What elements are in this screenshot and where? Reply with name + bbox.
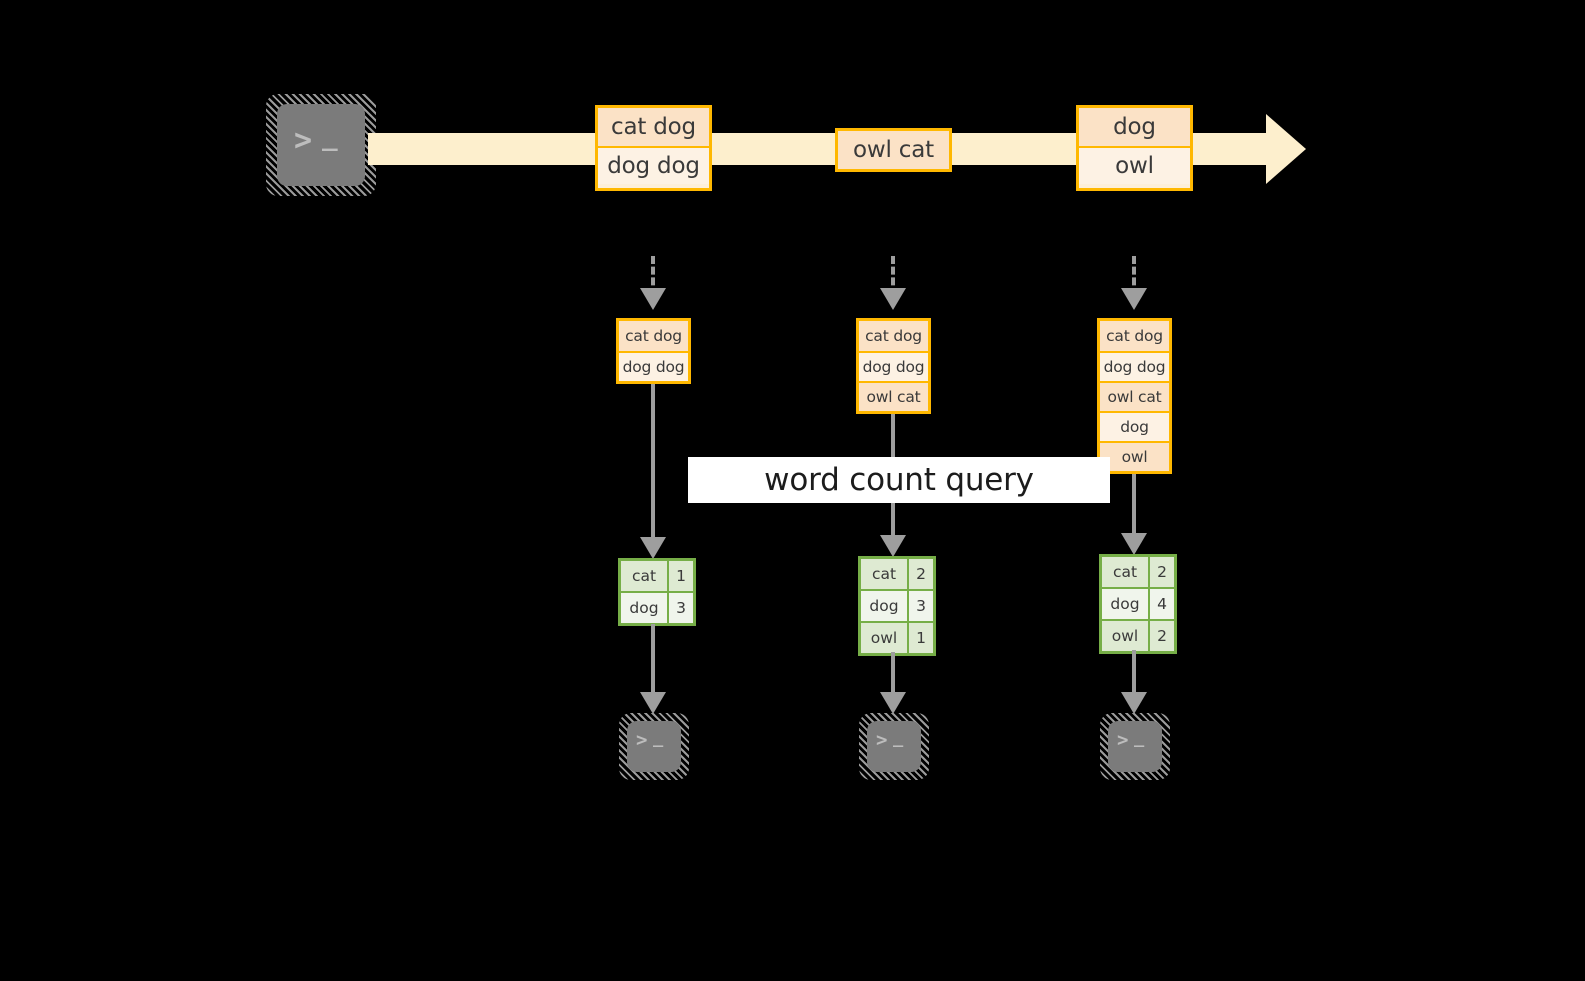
batch-input-line: cat dog [859,321,928,351]
query-label: word count query [764,462,1034,498]
result-word: dog [1102,589,1148,619]
terminal-cursor-glyph: _ [893,728,904,748]
result-count: 1 [667,561,693,591]
result-to-sink-arrowhead-1 [640,692,666,714]
result-count: 4 [1148,589,1174,619]
query-banner: word count query [688,457,1110,503]
table-row: cat 2 [861,559,933,589]
stream-to-batch-connector-3 [1132,256,1136,296]
result-to-sink-connector-3 [1132,650,1136,700]
batch-input-box-3[interactable]: cat dog dog dog owl cat dog owl [1097,318,1172,474]
sink-terminal-icon-2[interactable]: > _ [859,713,929,780]
terminal-face [1108,721,1162,772]
batch-input-box-1[interactable]: cat dog dog dog [616,318,691,384]
terminal-face [867,721,921,772]
sink-terminal-icon-3[interactable]: > _ [1100,713,1170,780]
terminal-prompt-glyph: > [1117,729,1129,751]
result-word: cat [861,559,907,589]
stream-to-batch-arrowhead-1 [640,288,666,310]
batch-input-line: dog dog [619,351,688,381]
table-row: owl 2 [1102,619,1174,651]
terminal-cursor-glyph: _ [1134,728,1145,748]
batch-input-box-2[interactable]: cat dog dog dog owl cat [856,318,931,414]
result-table-3[interactable]: cat 2 dog 4 owl 2 [1099,554,1177,654]
table-row: cat 2 [1102,557,1174,587]
result-word: cat [1102,557,1148,587]
stream-message-line: cat dog [598,108,709,146]
terminal-face [277,104,365,186]
result-word: dog [621,593,667,623]
batch-to-result-arrowhead-3 [1121,533,1147,555]
table-row: dog 3 [861,589,933,621]
result-to-sink-connector-2 [891,652,895,700]
stream-to-batch-connector-1 [651,256,655,296]
result-count: 2 [1148,557,1174,587]
batch-input-line: dog dog [859,351,928,381]
stream-message-2[interactable]: owl cat [835,128,952,172]
stream-arrow-head [1266,114,1306,184]
sink-terminal-icon-1[interactable]: > _ [619,713,689,780]
stream-to-batch-arrowhead-3 [1121,288,1147,310]
batch-to-result-arrowhead-2 [880,535,906,557]
stream-message-1[interactable]: cat dog dog dog [595,105,712,191]
result-count: 2 [1148,621,1174,651]
table-row: owl 1 [861,621,933,653]
stream-message-line: dog [1079,108,1190,146]
result-word: cat [621,561,667,591]
terminal-cursor-glyph: _ [322,122,338,152]
batch-input-line: cat dog [619,321,688,351]
batch-to-result-connector-1 [651,384,655,552]
result-word: owl [1102,621,1148,651]
result-to-sink-arrowhead-3 [1121,692,1147,714]
batch-input-line: owl [1100,441,1169,471]
result-count: 3 [907,591,933,621]
result-count: 1 [907,623,933,653]
batch-input-line: cat dog [1100,321,1169,351]
result-to-sink-connector-1 [651,624,655,700]
producer-terminal-icon[interactable]: > _ [266,94,376,196]
result-count: 3 [667,593,693,623]
result-count: 2 [907,559,933,589]
stream-to-batch-connector-2 [891,256,895,296]
batch-input-line: owl cat [1100,381,1169,411]
batch-to-result-arrowhead-1 [640,537,666,559]
stream-message-3[interactable]: dog owl [1076,105,1193,191]
batch-input-line: dog [1100,411,1169,441]
terminal-cursor-glyph: _ [653,728,664,748]
table-row: cat 1 [621,561,693,591]
stream-message-line: owl cat [838,131,949,169]
table-row: dog 3 [621,591,693,623]
result-table-2[interactable]: cat 2 dog 3 owl 1 [858,556,936,656]
batch-input-line: dog dog [1100,351,1169,381]
terminal-prompt-glyph: > [636,729,648,751]
stream-message-line: owl [1079,146,1190,184]
result-table-1[interactable]: cat 1 dog 3 [618,558,696,626]
terminal-prompt-glyph: > [294,123,313,158]
stream-message-line: dog dog [598,146,709,184]
table-row: dog 4 [1102,587,1174,619]
result-word: dog [861,591,907,621]
stream-to-batch-arrowhead-2 [880,288,906,310]
result-word: owl [861,623,907,653]
batch-to-result-connector-3 [1132,474,1136,552]
batch-input-line: owl cat [859,381,928,411]
result-to-sink-arrowhead-2 [880,692,906,714]
terminal-face [627,721,681,772]
terminal-prompt-glyph: > [876,729,888,751]
